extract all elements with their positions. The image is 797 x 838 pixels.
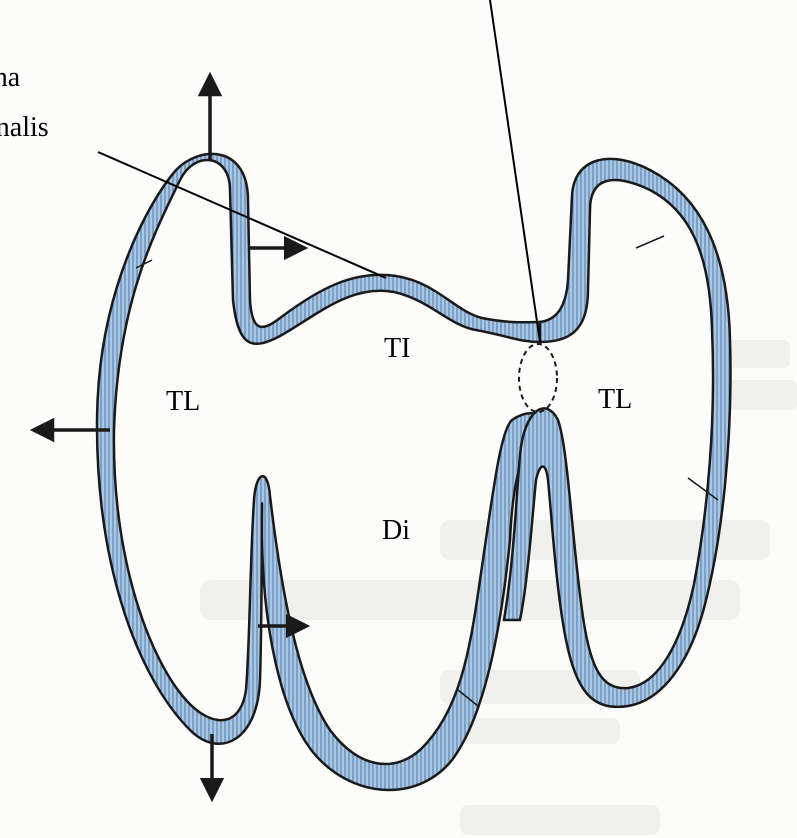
leader-line-lamina <box>97 151 387 279</box>
gap-ellipse <box>518 343 558 413</box>
label-lamina-line1: ina <box>0 62 21 93</box>
label-ti: TI <box>384 333 411 364</box>
band-right-half <box>502 157 732 709</box>
band-tick-marks <box>135 235 719 707</box>
label-di: Di <box>382 515 410 546</box>
band-left-half <box>95 152 558 792</box>
label-lamina-line2: inalis <box>0 112 49 143</box>
label-tl-left: TL <box>166 386 201 417</box>
label-tl-right: TL <box>598 384 633 415</box>
leader-line-top <box>489 0 541 343</box>
